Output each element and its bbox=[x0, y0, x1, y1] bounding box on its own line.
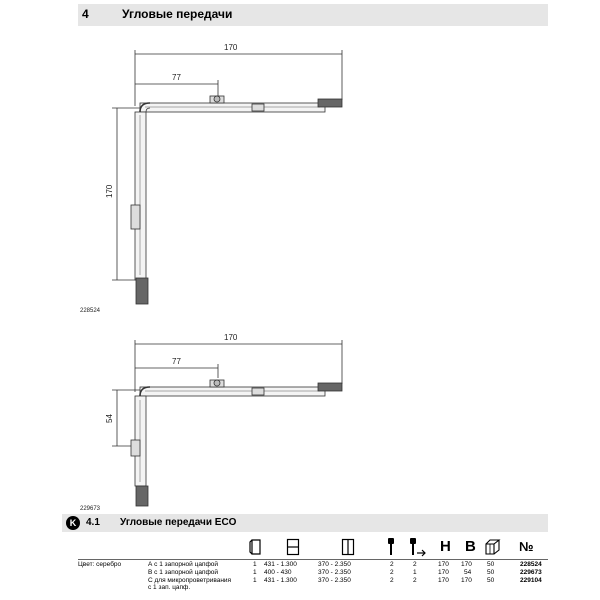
locking-pin-arrow-icon bbox=[410, 538, 426, 557]
article-number-bottom: 229673 bbox=[80, 506, 101, 512]
cell: 370 - 2.350 bbox=[318, 569, 351, 576]
drawing-bottom: 170 77 54 229673 bbox=[80, 333, 343, 512]
table-divider bbox=[78, 559, 548, 560]
cell: 170 bbox=[461, 577, 472, 584]
cell: 170 bbox=[461, 561, 472, 568]
table-row: Цвет: серебро А с 1 запорной цапфой 1 43… bbox=[78, 561, 548, 568]
dim-height-label: 54 bbox=[105, 414, 114, 423]
cell: 1 bbox=[253, 569, 257, 576]
subsection-number: 4.1 bbox=[86, 517, 100, 528]
article-number: 228524 bbox=[520, 561, 542, 568]
cell: 2 bbox=[390, 577, 394, 584]
cell: 2 bbox=[413, 577, 417, 584]
subsection-title: Угловые передачи ECO bbox=[120, 517, 237, 528]
cell: 50 bbox=[487, 569, 495, 576]
article-number: 229673 bbox=[520, 569, 542, 576]
row-desc: С для микропроветривания bbox=[148, 577, 232, 584]
col-article-no-label: № bbox=[519, 539, 534, 554]
locking-pin-icon bbox=[388, 538, 394, 555]
cell: 170 bbox=[438, 561, 449, 568]
row-desc: В с 1 запорной цапфой bbox=[148, 569, 219, 576]
article-number: 229104 bbox=[520, 577, 542, 584]
drawing-top: 170 77 170 228524 bbox=[80, 43, 343, 314]
dim-width-label: 170 bbox=[224, 43, 238, 52]
color-label: Цвет: серебро bbox=[78, 561, 122, 568]
article-number-top: 228524 bbox=[80, 308, 101, 314]
sash-height-icon bbox=[341, 538, 355, 556]
cell: 370 - 2.350 bbox=[318, 577, 351, 584]
subsection-header-band bbox=[62, 514, 548, 532]
cell: 400 - 430 bbox=[264, 569, 292, 576]
cell: 54 bbox=[464, 569, 472, 576]
package-box-icon bbox=[485, 539, 501, 555]
dim-offset-label: 77 bbox=[172, 73, 181, 82]
dim-width-label: 170 bbox=[224, 333, 238, 342]
cell: 50 bbox=[487, 577, 495, 584]
row-desc: А с 1 запорной цапфой bbox=[148, 561, 219, 568]
cell: 1 bbox=[253, 561, 257, 568]
cell: 1 bbox=[413, 569, 417, 576]
cell: 2 bbox=[413, 561, 417, 568]
col-h-label: H bbox=[440, 538, 451, 555]
cell: 170 bbox=[438, 577, 449, 584]
cell: 370 - 2.350 bbox=[318, 561, 351, 568]
section-header-band bbox=[78, 4, 548, 26]
cell: 170 bbox=[438, 569, 449, 576]
cell: 50 bbox=[487, 561, 495, 568]
cell: 431 - 1.300 bbox=[264, 577, 297, 584]
cell: 2 bbox=[390, 561, 394, 568]
dim-height-label: 170 bbox=[105, 184, 114, 198]
section-title: Угловые передачи bbox=[122, 7, 233, 21]
cell: 1 bbox=[253, 577, 257, 584]
sash-profile-icon bbox=[249, 539, 261, 555]
dim-offset-label: 77 bbox=[172, 357, 181, 366]
row-desc-line2: с 1 зап. цапф. bbox=[148, 584, 191, 591]
table-row: В с 1 запорной цапфой 1 400 - 430 370 - … bbox=[78, 569, 548, 576]
sash-width-icon bbox=[286, 538, 300, 556]
section-number: 4 bbox=[82, 7, 89, 21]
k-badge: K bbox=[66, 516, 80, 530]
col-b-label: B bbox=[465, 538, 476, 555]
table-row: С для микропроветривания с 1 зап. цапф. … bbox=[78, 577, 548, 591]
cell: 431 - 1.300 bbox=[264, 561, 297, 568]
cell: 2 bbox=[390, 569, 394, 576]
